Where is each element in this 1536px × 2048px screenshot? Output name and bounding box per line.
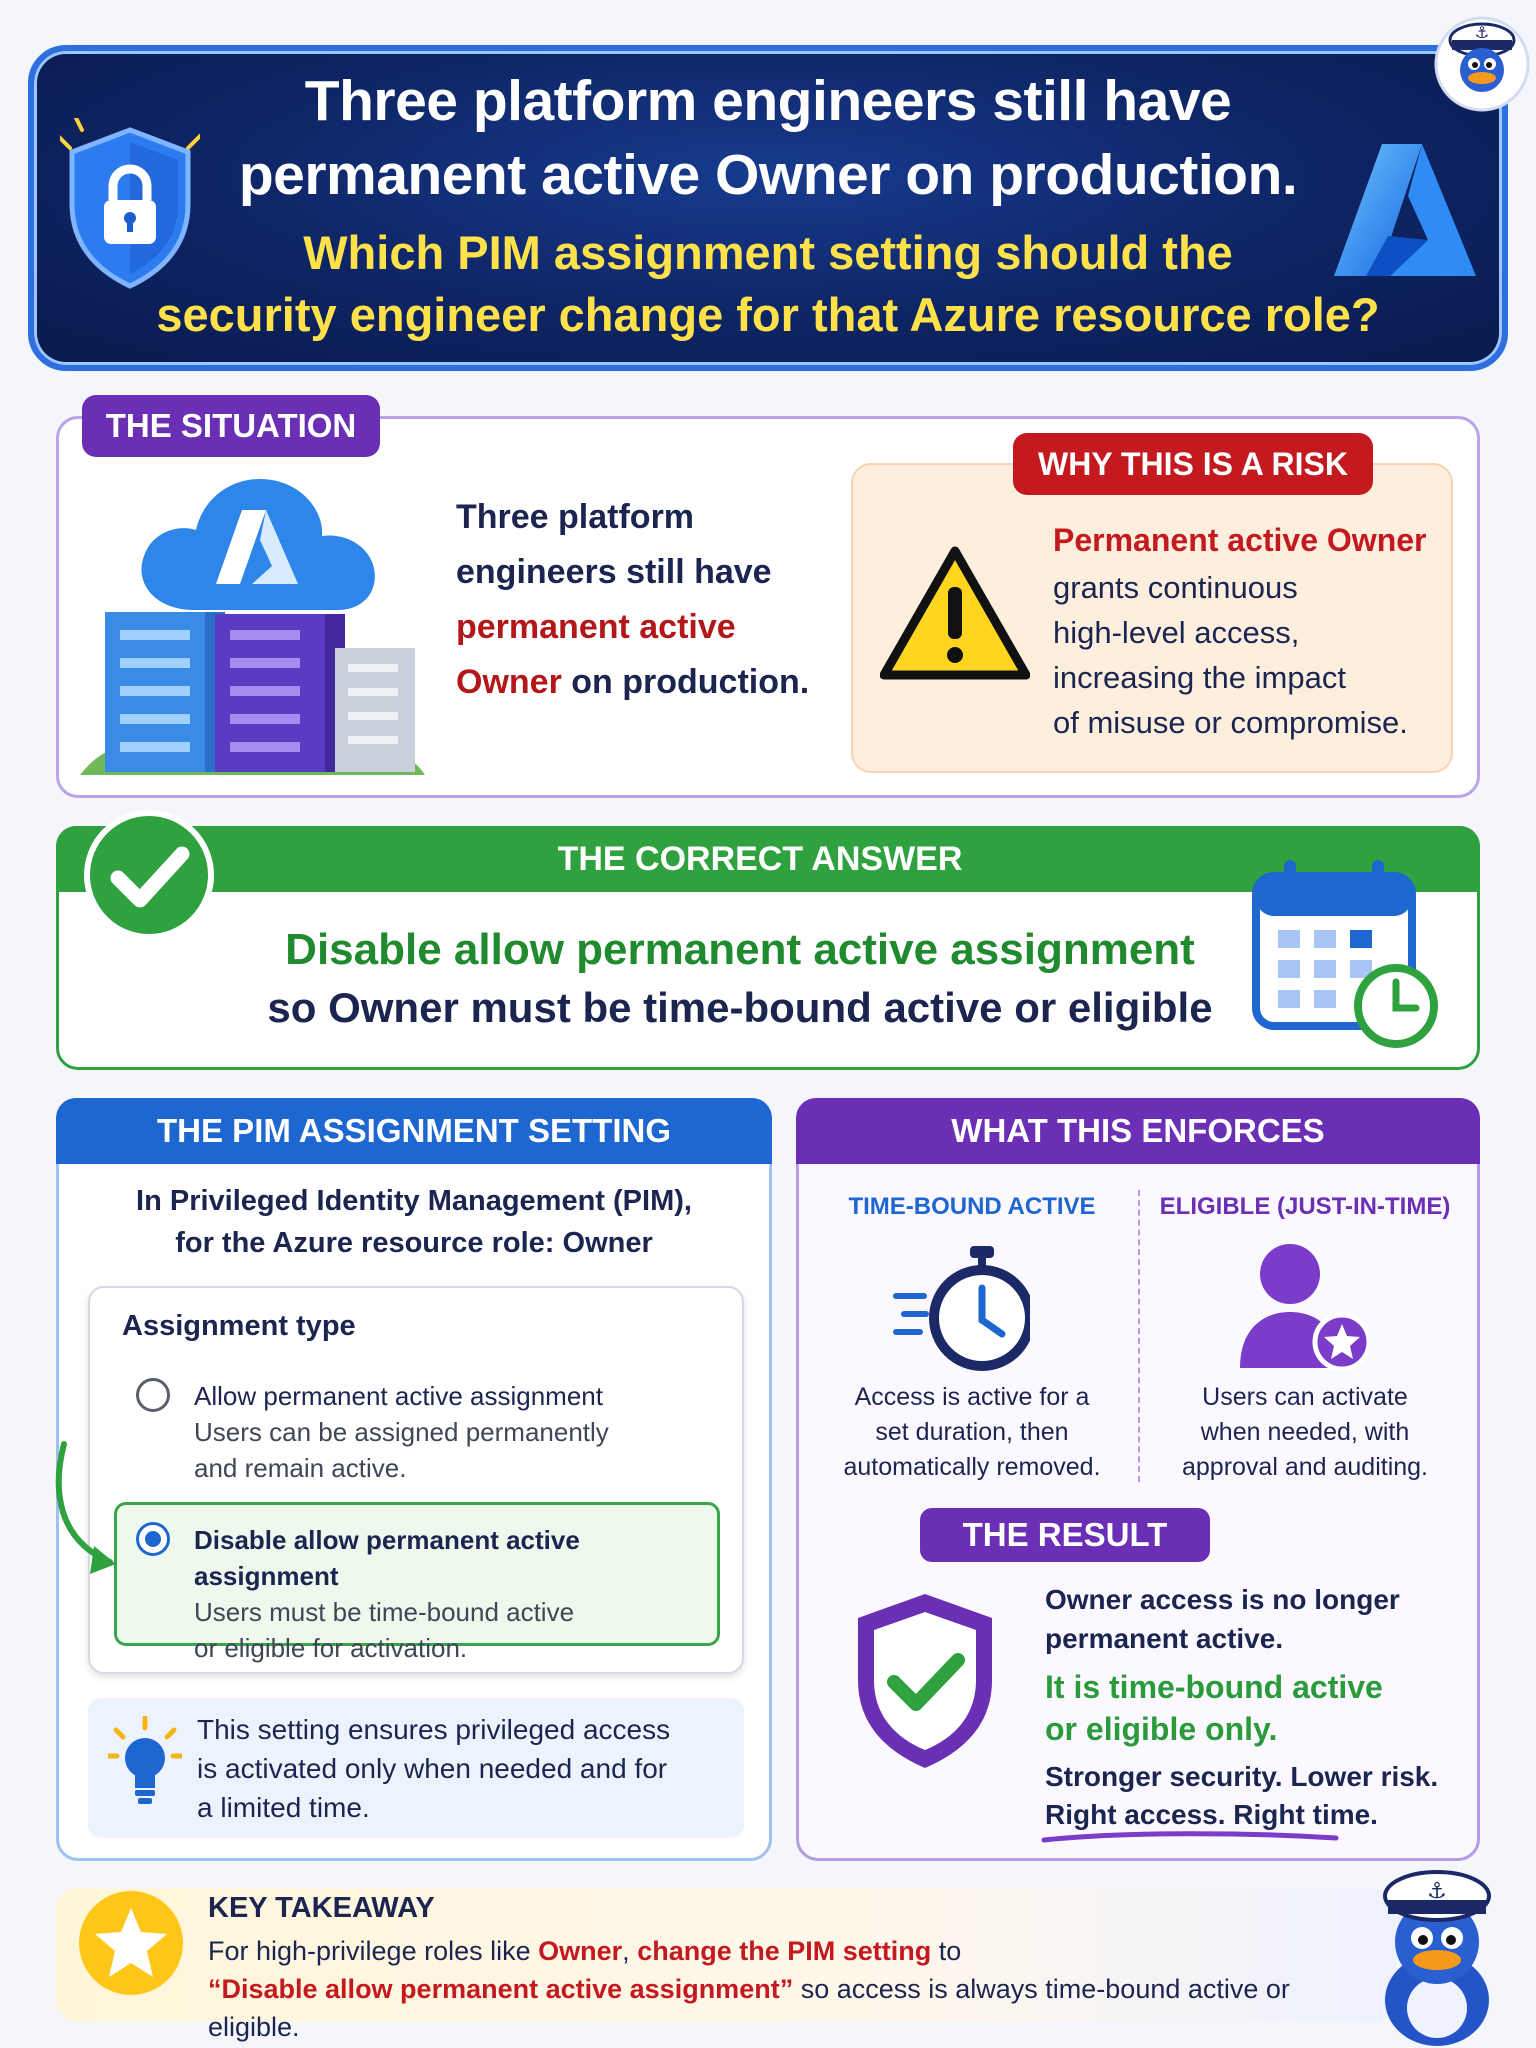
green-arrow-icon bbox=[55, 1441, 116, 1574]
underline-swoosh bbox=[1041, 1831, 1339, 1843]
star-icon bbox=[79, 1891, 183, 1995]
checkmark-icon bbox=[84, 810, 214, 940]
warning-icon bbox=[880, 546, 1030, 680]
eligible-text: Users can activate when needed, with app… bbox=[1181, 1383, 1429, 1481]
header-title-line2: permanent active Owner on production. bbox=[238, 143, 1298, 207]
answer-line1: Disable allow permanent active assignmen… bbox=[285, 925, 1195, 974]
time-bound-heading: TIME-BOUND ACTIVE bbox=[848, 1193, 1096, 1220]
answer-label: THE CORRECT ANSWER bbox=[557, 840, 963, 878]
tip-box bbox=[88, 1698, 744, 1838]
radio-disable-permanent[interactable] bbox=[136, 1522, 170, 1556]
takeaway-box bbox=[56, 1888, 1396, 2022]
buildings-icon bbox=[80, 612, 425, 775]
lightbulb-icon bbox=[108, 1716, 182, 1804]
cloud-azure-icon bbox=[141, 478, 375, 610]
answer-bar bbox=[56, 826, 1480, 892]
shield-lock-icon bbox=[60, 118, 200, 289]
result-text-b: It is time-bound active or eligible only… bbox=[1045, 1669, 1383, 1747]
tip-text: This setting ensures privileged access i… bbox=[197, 1714, 671, 1823]
radio-allow-permanent[interactable] bbox=[136, 1378, 170, 1412]
header-question: Which PIM assignment setting should the … bbox=[150, 222, 1386, 346]
takeaway-text: For high-privilege roles like Owner, cha… bbox=[208, 1936, 1290, 2042]
svg-text:⚓: ⚓ bbox=[1475, 23, 1489, 42]
header-question-line1: Which PIM assignment setting should the bbox=[303, 226, 1233, 279]
enforces-bar bbox=[796, 1098, 1480, 1164]
shield-check-icon bbox=[858, 1594, 992, 1768]
situation-text: Three platform engineers still have perm… bbox=[456, 498, 810, 701]
header-question-line2: security engineer change for that Azure … bbox=[156, 288, 1380, 341]
result-label: THE RESULT bbox=[920, 1508, 1210, 1562]
selected-option-box bbox=[114, 1502, 720, 1646]
column-divider bbox=[1138, 1190, 1140, 1482]
pim-label: THE PIM ASSIGNMENT SETTING bbox=[157, 1112, 671, 1149]
svg-text:⚓: ⚓ bbox=[1427, 1879, 1447, 1904]
risk-label: WHY THIS IS A RISK bbox=[1013, 433, 1373, 495]
risk-text: Permanent active Owner grants continuous… bbox=[1053, 515, 1453, 745]
header-title-line1: Three platform engineers still have bbox=[304, 69, 1232, 133]
situation-label: THE SITUATION bbox=[82, 395, 380, 457]
mascot-duck-icon: ⚓ bbox=[1383, 1870, 1491, 2046]
enforces-label: WHAT THIS ENFORCES bbox=[951, 1112, 1325, 1149]
pim-bar bbox=[56, 1098, 772, 1164]
takeaway-label: KEY TAKEAWAY bbox=[208, 1892, 435, 1924]
time-bound-text: Access is active for a set duration, the… bbox=[843, 1383, 1101, 1481]
header-title: Three platform engineers still have perm… bbox=[150, 64, 1386, 212]
result-text-c: Stronger security. Lower risk. Right acc… bbox=[1045, 1761, 1439, 1830]
risk-headline: Permanent active Owner bbox=[1053, 522, 1427, 558]
situation-highlight: permanent active Owner bbox=[456, 608, 736, 701]
answer-line2: so Owner must be time-bound active or el… bbox=[267, 984, 1213, 1031]
eligible-heading: ELIGIBLE (JUST-IN-TIME) bbox=[1159, 1193, 1451, 1220]
assignment-type-title: Assignment type bbox=[122, 1310, 356, 1342]
result-text-a: Owner access is no longer permanent acti… bbox=[1045, 1584, 1400, 1654]
option-disable-permanent[interactable]: Disable allow permanent active assignmen… bbox=[194, 1525, 580, 1663]
calendar-clock-icon bbox=[1252, 860, 1438, 1048]
option-allow-permanent[interactable]: Allow permanent active assignment Users … bbox=[194, 1381, 609, 1483]
header-banner bbox=[28, 45, 1508, 371]
pim-intro: In Privileged Identity Management (PIM),… bbox=[136, 1185, 692, 1259]
stopwatch-icon bbox=[893, 1246, 1030, 1371]
mascot-duck-icon: ⚓ bbox=[1434, 16, 1530, 112]
user-star-icon bbox=[1240, 1244, 1368, 1370]
azure-logo-icon bbox=[1334, 144, 1476, 276]
